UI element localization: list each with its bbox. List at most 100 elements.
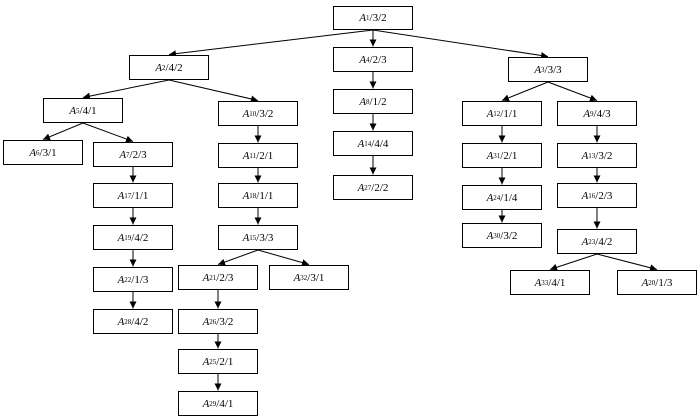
edge-arrow (168, 29, 374, 58)
edge-arrow (501, 81, 549, 102)
node-letter: A (242, 231, 250, 244)
node-letter: A (581, 235, 589, 248)
node-letter: A (534, 63, 542, 76)
node-letter: A (293, 271, 301, 284)
node-letter: A (357, 181, 365, 194)
node-letter: A (117, 231, 125, 244)
node-letter: A (202, 271, 210, 284)
node-values: /1/4 (500, 191, 518, 204)
node-letter: A (69, 104, 77, 117)
node-values: /3/2 (216, 315, 234, 328)
node-values: /3/1 (307, 271, 325, 284)
node-letter: A (117, 273, 125, 286)
node-letter: A (29, 146, 37, 159)
node-values: /3/2 (595, 149, 613, 162)
node-values: /4/1 (79, 104, 97, 117)
node-letter: A (486, 149, 494, 162)
node-values: /2/1 (256, 149, 274, 162)
node-letter: A (202, 355, 210, 368)
node-values: /4/1 (548, 276, 566, 289)
node-letter: A (357, 137, 365, 150)
node-letter: A (242, 107, 250, 120)
edge-arrow (217, 249, 259, 266)
node-values: /4/2 (595, 235, 613, 248)
node-values: /1/2 (369, 95, 387, 108)
node-values: /4/3 (593, 107, 611, 120)
node-letter: A (155, 61, 163, 74)
node-letter: A (117, 315, 125, 328)
node-values: /4/2 (131, 315, 149, 328)
node-letter: A (641, 276, 649, 289)
node-letter: A (242, 149, 250, 162)
node-letter: A (202, 315, 210, 328)
node-letter: A (583, 107, 591, 120)
node-values: /3/2 (256, 107, 274, 120)
node-letter: A (486, 191, 494, 204)
node-letter: A (581, 189, 589, 202)
node-letter: A (359, 95, 367, 108)
edge-arrow (82, 122, 134, 143)
node-values: /4/2 (165, 61, 183, 74)
node-values: /2/1 (216, 355, 234, 368)
edge-arrow (168, 79, 259, 103)
node-values: /3/1 (39, 146, 57, 159)
node-letter: A (359, 53, 367, 66)
edge-arrow (257, 249, 310, 266)
node-letter: A (486, 229, 494, 242)
node-values: /4/2 (131, 231, 149, 244)
node-letter: A (486, 107, 494, 120)
node-letter: A (119, 148, 127, 161)
node-values: /1/1 (131, 189, 149, 202)
node-values: /2/1 (500, 149, 518, 162)
edge-arrow (372, 29, 549, 59)
node-letter: A (117, 189, 125, 202)
node-values: /3/3 (256, 231, 274, 244)
node-letter: A (581, 149, 589, 162)
node-values: /1/1 (256, 189, 274, 202)
node-values: /3/3 (544, 63, 562, 76)
node-letter: A (242, 189, 250, 202)
node-values: /3/2 (500, 229, 518, 242)
edge-arrow (42, 122, 84, 141)
node-values: /1/1 (500, 107, 518, 120)
edge-arrow (82, 79, 170, 100)
node-letter: A (359, 12, 367, 24)
node-values: /4/1 (216, 397, 234, 410)
node-values: /1/3 (655, 276, 673, 289)
edge-arrow (547, 81, 598, 102)
node-values: /4/4 (371, 137, 389, 150)
